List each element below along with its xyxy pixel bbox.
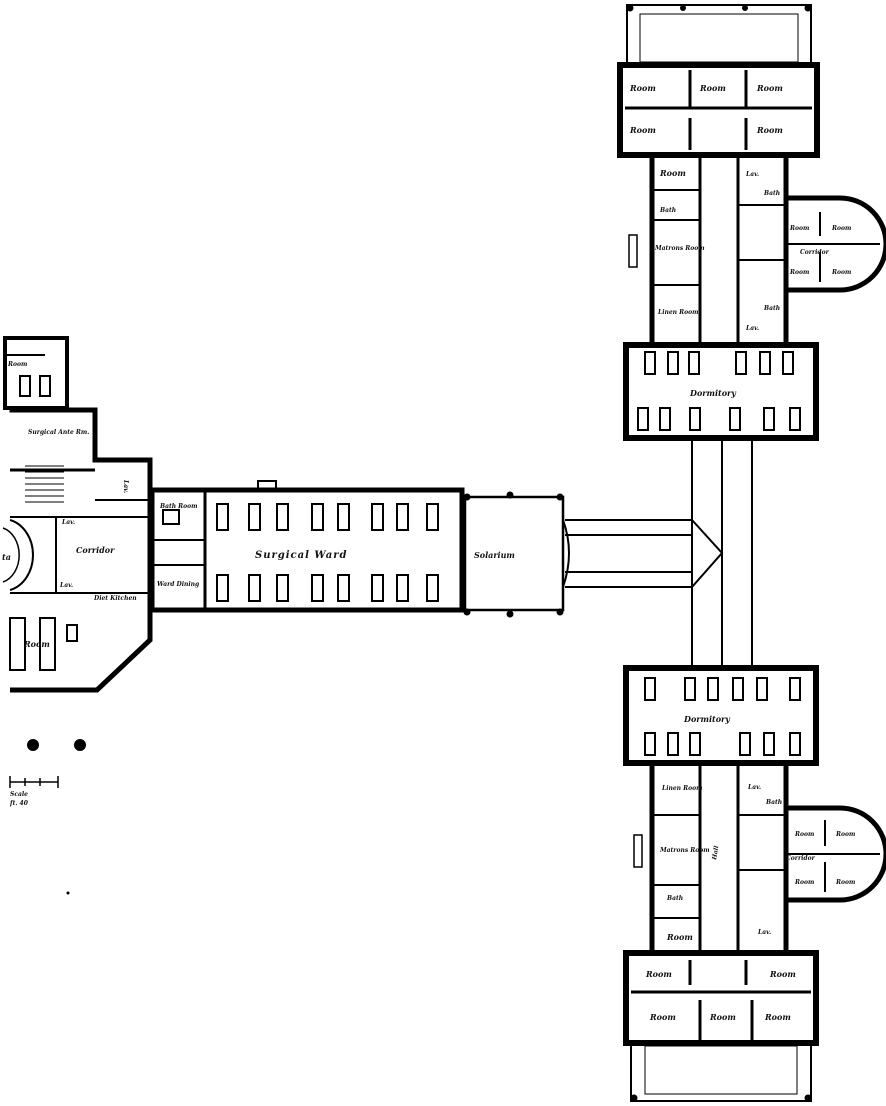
south-bath: Bath: [765, 799, 782, 806]
north-semi-room-2: Room: [831, 225, 851, 232]
scale-label: Scale: [10, 791, 28, 798]
north-corridor: Corridor: [800, 249, 830, 256]
south-pavilion: Dormitory Linen Room Matrons Room Bath R…: [623, 665, 886, 1102]
north-bath: Bath: [763, 190, 780, 197]
south-hall: Hall: [711, 845, 721, 862]
south-semi-room-2: Room: [835, 831, 855, 838]
north-dormitory: [623, 342, 819, 441]
connecting-corridors: [565, 440, 753, 665]
south-lav: Lav.: [747, 784, 761, 791]
solarium: [462, 491, 570, 618]
south-room-right: Room: [769, 969, 796, 979]
surgical-ward-label: Surgical Ward: [255, 550, 348, 561]
service-block: [2, 336, 153, 693]
south-matrons-room: Matrons Room: [659, 847, 710, 854]
south-dormitory-label: Dormitory: [683, 714, 731, 724]
dot-mark: [66, 891, 70, 895]
north-porch: [626, 4, 812, 66]
diet-kitchen-label: Diet Kitchen: [93, 595, 137, 602]
north-bath-left: Bath: [659, 207, 676, 214]
south-corridor: Corridor: [786, 855, 816, 862]
rotunda-fragment: ta: [2, 552, 11, 562]
north-matrons-room: Matrons Room: [654, 245, 705, 252]
south-semi-room-1: Room: [794, 831, 814, 838]
north-porch-room-3: Room: [756, 83, 783, 93]
south-room-left: Room: [645, 969, 672, 979]
south-linen-room: Linen Room: [661, 785, 702, 792]
lav-left-label: Lav.: [61, 519, 75, 526]
north-semi-room-3: Room: [789, 269, 809, 276]
south-porch-room-1: Room: [649, 1012, 676, 1022]
north-linen-room: Linen Room: [657, 309, 698, 316]
south-porch-room-2: Room: [709, 1012, 736, 1022]
south-porch: [630, 1042, 812, 1102]
ward-dining-label: Ward Dining: [157, 581, 199, 588]
scale-fragment: ft. 40: [9, 800, 29, 807]
north-semicircle-wing: [786, 195, 886, 293]
column-right: [74, 739, 86, 751]
north-dormitory-label: Dormitory: [689, 388, 737, 398]
lav-right-label: Lav.: [122, 479, 129, 493]
north-room-left: Room: [629, 125, 656, 135]
bath-room-label: Bath Room: [159, 503, 198, 510]
north-room-right: Room: [756, 125, 783, 135]
column-left: [27, 739, 39, 751]
south-semicircle-wing: [786, 805, 886, 903]
north-lav-2: Lav.: [745, 325, 759, 332]
north-semi-room-4: Room: [831, 269, 851, 276]
south-semi-room-3: Room: [794, 879, 814, 886]
solarium-label: Solarium: [474, 550, 515, 560]
south-bath-left: Bath: [666, 895, 683, 902]
north-bath-2: Bath: [763, 305, 780, 312]
north-lav: Lav.: [745, 171, 759, 178]
south-porch-room-3: Room: [764, 1012, 791, 1022]
north-porch-room-1: Room: [629, 83, 656, 93]
room-left-label: Room: [23, 639, 50, 649]
south-room: Room: [666, 932, 693, 942]
north-pavilion: Room Room Room Room Room Room Bath Matro…: [617, 4, 886, 441]
north-porch-room-2: Room: [699, 83, 726, 93]
surgical-anteroom-label: Surgical Ante Rm.: [28, 429, 89, 436]
scale-bar: [9, 776, 59, 788]
surgical-ward: Bath Room Ward Dining Surgical Ward: [149, 480, 465, 613]
south-semi-room-4: Room: [835, 879, 855, 886]
corridor-label: Corridor: [76, 545, 115, 555]
north-semi-room-1: Room: [789, 225, 809, 232]
north-room: Room: [659, 168, 686, 178]
south-lav-2: Lav.: [757, 929, 771, 936]
lav-lower-label: Lav.: [59, 582, 73, 589]
room-top-left-label: Room: [7, 361, 27, 368]
